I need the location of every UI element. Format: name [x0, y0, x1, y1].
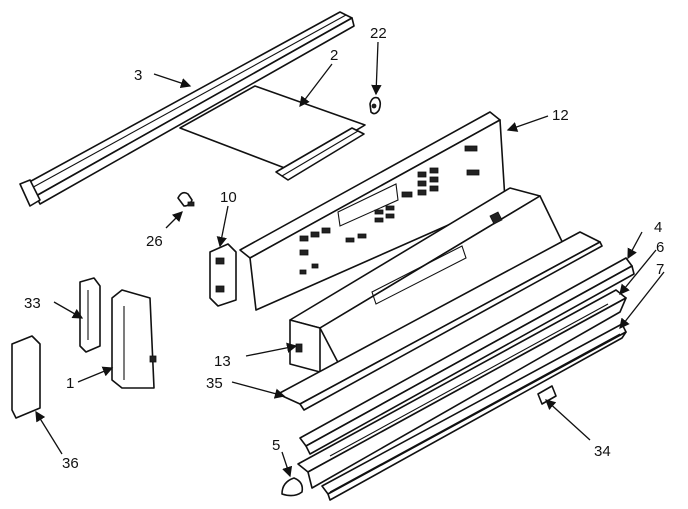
part-7-trim-strip [321, 323, 627, 501]
callout-34: 34 [594, 443, 611, 460]
callout-35: 35 [206, 375, 223, 392]
part-12-control-panel [239, 111, 506, 311]
callout-4: 4 [654, 219, 662, 236]
callout-5: 5 [272, 437, 280, 454]
callout-12: 12 [552, 107, 569, 124]
part-34-clip [537, 385, 557, 405]
callout-33: 33 [24, 295, 41, 312]
part-5-end-cap [281, 477, 304, 497]
part-1-side-bracket [111, 289, 157, 389]
leader-lines [35, 41, 665, 478]
callout-13: 13 [214, 353, 231, 370]
control-buttons [299, 145, 480, 275]
callout-6: 6 [656, 239, 664, 256]
part-6-trim-strip [297, 289, 627, 489]
callout-36: 36 [62, 455, 79, 472]
part-3-top-trim-rail [19, 11, 355, 207]
callout-1: 1 [66, 375, 74, 392]
callout-3: 3 [134, 67, 142, 84]
part-2-panel-sheet [179, 85, 366, 181]
part-22-clip [369, 96, 382, 115]
part-26-knob [177, 191, 195, 207]
part-35-plate [277, 231, 603, 411]
callout-22: 22 [370, 25, 387, 42]
callout-7: 7 [656, 261, 664, 278]
part-33-bracket [79, 277, 101, 353]
part-10-bracket [209, 243, 237, 307]
callout-26: 26 [146, 233, 163, 250]
part-36-side-panel [11, 335, 41, 419]
callout-2: 2 [330, 47, 338, 64]
part-4-trim-strip [299, 257, 635, 455]
callout-10: 10 [220, 189, 237, 206]
